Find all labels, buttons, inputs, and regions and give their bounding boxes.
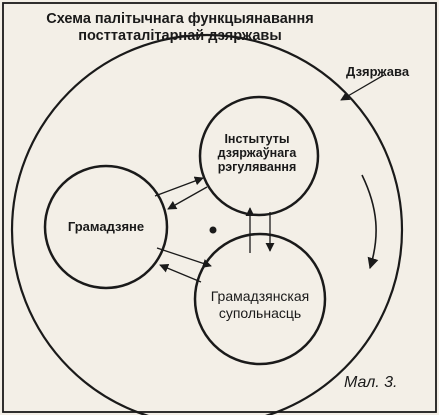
arrow-institutes-to-citizens <box>167 186 208 210</box>
society-label: Грамадзянская супольнасць <box>194 288 326 322</box>
citizens-label: Грамадзяне <box>67 219 145 234</box>
state-label: Дзяржава <box>346 64 410 79</box>
figure-caption: Мал. 3. <box>344 374 398 391</box>
arrow-citizens-to-institutes <box>154 176 204 197</box>
institutes-line-1: Інстытуты <box>224 132 290 146</box>
rotation-arrow <box>361 174 379 270</box>
institutes-line-3: рэгулявання <box>217 160 297 174</box>
institutes-label: Інстытуты дзяржаўнага рэгулявання <box>199 132 315 174</box>
institutes-line-2: дзяржаўнага <box>217 146 297 160</box>
arrow-citizens-to-society <box>156 247 212 268</box>
state-circle <box>10 33 404 415</box>
diagram-title: Схема палітычнага функцыянавання посттат… <box>30 11 330 45</box>
state-pointer-arrow <box>340 74 385 101</box>
title-line-1: Схема палітычнага функцыянавання <box>46 11 314 27</box>
institutes-circle <box>198 95 320 217</box>
society-line-2: супольнасць <box>218 305 302 321</box>
title-line-2: посттаталітарнай дзяржавы <box>78 28 282 44</box>
arrow-society-to-citizens <box>159 263 202 283</box>
citizens-circle <box>43 164 169 290</box>
society-line-1: Грамадзянская <box>210 288 310 304</box>
center-dot <box>209 226 217 234</box>
society-circle <box>193 232 327 366</box>
